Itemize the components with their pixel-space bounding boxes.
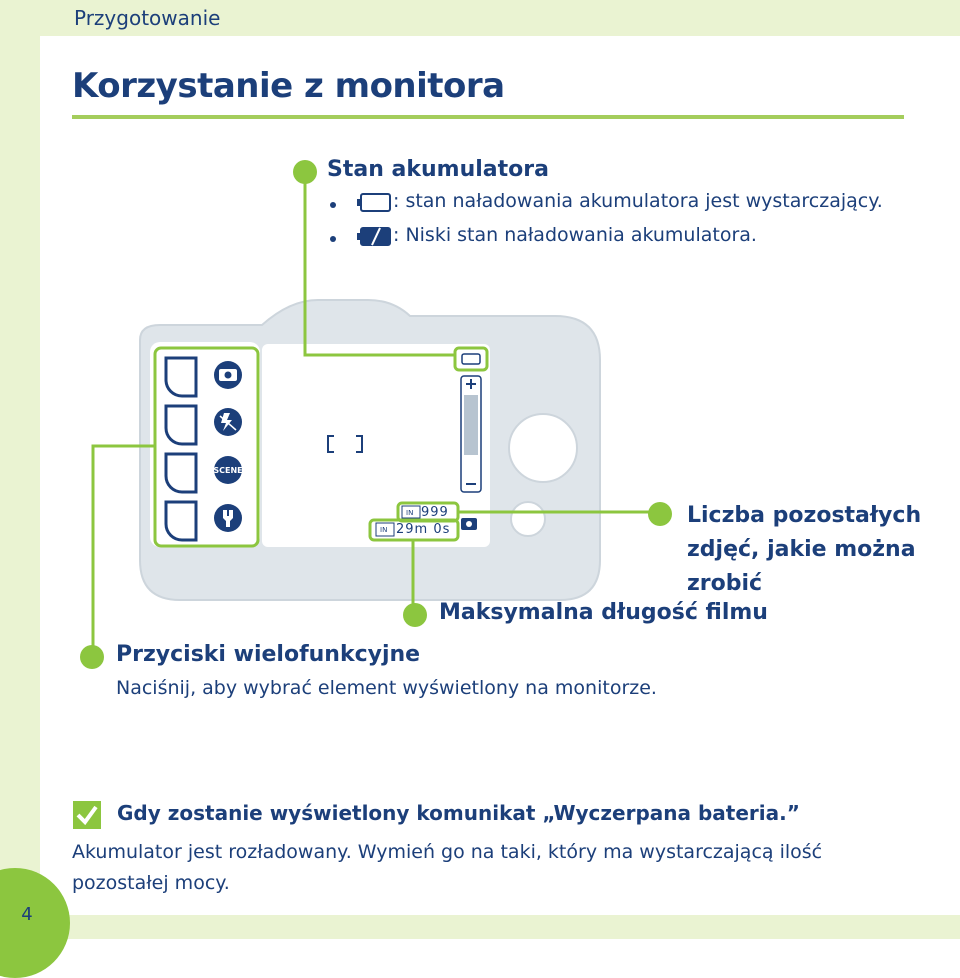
movie-callout-dot (403, 603, 427, 627)
header-band (0, 0, 960, 36)
remaining-callout: Liczba pozostałych zdjęć, jakie można zr… (687, 499, 921, 601)
battery-heading: Stan akumulatora (327, 157, 549, 182)
note-line-1: Akumulator jest rozładowany. Wymień go n… (72, 841, 823, 863)
bullet (330, 236, 336, 242)
focus-brackets (327, 435, 363, 453)
svg-text:IN: IN (406, 509, 413, 517)
button-strip (150, 342, 260, 547)
battery-highlight (453, 346, 489, 372)
small-round-control (510, 501, 546, 537)
zoom-plus-icon (466, 379, 476, 389)
buttons-text: Naciśnij, aby wybrać element wyświetlony… (116, 677, 657, 699)
remaining-callout-dot (648, 502, 672, 526)
scene-label: SCENE (213, 466, 242, 475)
battery-low-icon (357, 227, 391, 246)
camera-illustration: SCENE IN IN (91, 183, 650, 656)
remaining-line-3: zrobić (687, 571, 763, 596)
shots-remaining: 999 (421, 505, 449, 520)
monitor-screen (262, 344, 490, 547)
battery-full-text: : stan naładowania akumulatora jest wyst… (393, 190, 883, 212)
bullet (330, 202, 336, 208)
movie-length: 29m 0s (396, 522, 451, 537)
buttons-callout-dot (80, 645, 104, 669)
scene-icon (214, 456, 242, 484)
title-rule (72, 115, 904, 119)
battery-full-icon (357, 193, 391, 212)
check-icon (73, 801, 101, 829)
zoom-track (464, 395, 478, 455)
buttons-heading: Przyciski wielofunkcyjne (116, 642, 421, 667)
battery-low-text: : Niski stan naładowania akumulatora. (393, 224, 757, 246)
round-control (508, 413, 578, 483)
movie-quality-icon (375, 522, 395, 537)
function-icons: SCENE (213, 361, 243, 532)
note-heading: Gdy zostanie wyświetlony komunikat „Wycz… (117, 801, 800, 825)
page-title: Korzystanie z monitora (72, 66, 505, 106)
remaining-line-2: zdjęć, jakie można (687, 537, 916, 562)
bottom-band (40, 915, 960, 939)
remaining-line-1: Liczba pozostałych (687, 503, 922, 528)
svg-text:IN: IN (380, 526, 387, 534)
screen-battery-icon (461, 353, 481, 365)
movie-highlight (368, 518, 460, 542)
note-line-2: pozostałej mocy. (72, 872, 230, 894)
quality-icon (401, 505, 421, 519)
page-number: 4 (21, 904, 33, 925)
left-band (0, 36, 40, 939)
leader-lines (91, 183, 650, 656)
soft-buttons (164, 356, 198, 542)
movie-callout: Maksymalna długość filmu (439, 600, 768, 625)
section-label: Przygotowanie (74, 6, 221, 30)
battery-callout-dot (293, 160, 317, 184)
